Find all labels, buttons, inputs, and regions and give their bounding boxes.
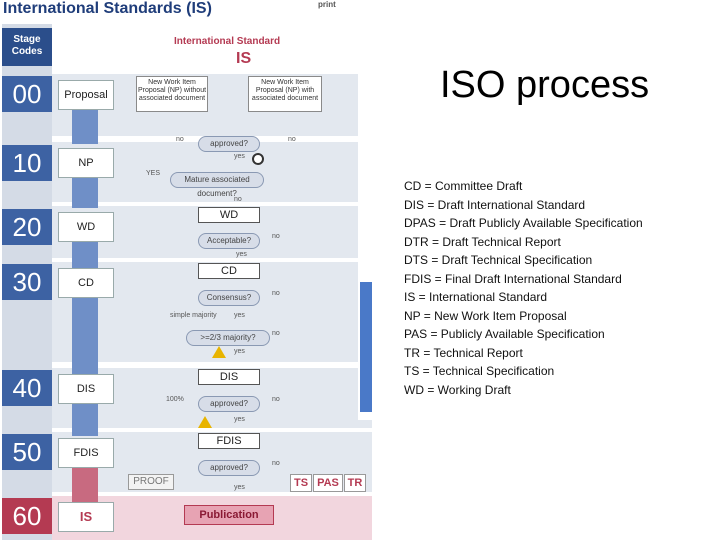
list-item: IS = International Standard	[404, 290, 548, 304]
warning-icon	[212, 346, 226, 358]
phase-wd: WD	[58, 212, 114, 242]
international-standard-heading: International Standard	[174, 36, 281, 47]
is-heading: IS	[236, 50, 252, 67]
yes-label: YES	[146, 170, 161, 177]
yes-label: yes	[236, 251, 247, 258]
phase-np: NP	[58, 148, 114, 178]
yes-label: yes	[234, 484, 245, 491]
no-label: no	[272, 330, 280, 337]
spine-arrow	[72, 240, 98, 268]
sidebar-blue-strip	[360, 282, 372, 412]
stage-code: 00	[2, 76, 52, 112]
no-label: no	[234, 196, 242, 203]
step-dis: DIS	[198, 369, 260, 385]
iso-flowchart-image: International Standards (IS) print Stage…	[0, 0, 372, 540]
spine-arrow	[72, 296, 98, 374]
list-item: DPAS = Draft Publicly Available Specific…	[404, 216, 643, 230]
slide-title: ISO process	[440, 64, 650, 106]
simple-majority-label: simple majority	[170, 312, 217, 319]
list-item: PAS = Publicly Available Specification	[404, 327, 605, 341]
clock-icon	[252, 153, 264, 165]
abbreviation-list: CD = Committee Draft DIS = Draft Interna…	[404, 177, 643, 399]
flowchart-title: International Standards (IS)	[3, 0, 212, 17]
warning-icon	[198, 416, 212, 428]
np-without-doc-box: New Work Item Proposal (NP) without asso…	[136, 76, 208, 112]
phase-proposal: Proposal	[58, 80, 114, 110]
stage-codes-header: Stage Codes	[2, 28, 52, 66]
phase-is: IS	[58, 502, 114, 532]
list-item: NP = New Work Item Proposal	[404, 308, 567, 323]
proof-box: PROOF	[128, 474, 174, 490]
step-fdis: FDIS	[198, 433, 260, 449]
spine-arrow	[72, 110, 98, 144]
decision-two-thirds: >=2/3 majority?	[186, 330, 270, 346]
decision-consensus: Consensus?	[198, 290, 260, 306]
list-item: DTR = Draft Technical Report	[404, 234, 561, 249]
list-item: WD = Working Draft	[404, 382, 511, 397]
phase-dis: DIS	[58, 374, 114, 404]
output-tr: TR	[344, 474, 366, 492]
spine-arrow	[72, 178, 98, 208]
no-label: no	[272, 396, 280, 403]
decision-approved: approved?	[198, 136, 260, 152]
spine-arrow	[72, 402, 98, 436]
output-pas: PAS	[313, 474, 343, 492]
stage-code: 30	[2, 264, 52, 300]
stage-code: 10	[2, 145, 52, 181]
yes-label: yes	[234, 153, 245, 160]
phase-fdis: FDIS	[58, 438, 114, 468]
decision-mature-document: Mature associated document?	[170, 172, 264, 198]
stage-code: 50	[2, 434, 52, 470]
yes-label: yes	[234, 312, 245, 319]
decision-acceptable: Acceptable?	[198, 233, 260, 249]
list-item: FDIS = Final Draft International Standar…	[404, 271, 622, 286]
publication-box: Publication	[184, 505, 274, 525]
decision-approved: approved?	[198, 460, 260, 476]
print-link[interactable]: print	[318, 0, 336, 9]
step-cd: CD	[198, 263, 260, 279]
list-item: CD = Committee Draft	[404, 179, 523, 193]
list-item: DTS = Draft Technical Specification	[404, 253, 593, 267]
no-label: no	[288, 136, 296, 143]
yes-label: yes	[234, 348, 245, 355]
no-label: no	[272, 460, 280, 467]
stage-code: 40	[2, 370, 52, 406]
no-label: no	[176, 136, 184, 143]
step-wd: WD	[198, 207, 260, 223]
list-item: TR = Technical Report	[404, 345, 523, 360]
stage-code: 60	[2, 498, 52, 534]
phase-cd: CD	[58, 268, 114, 298]
stage-code: 20	[2, 209, 52, 245]
yes-label: yes	[234, 416, 245, 423]
np-with-doc-box: New Work Item Proposal (NP) with associa…	[248, 76, 322, 112]
output-ts: TS	[290, 474, 312, 492]
no-label: no	[272, 233, 280, 240]
list-item: TS = Technical Specification	[404, 364, 555, 378]
spine-arrow	[72, 466, 98, 502]
percent-label: 100%	[166, 396, 184, 403]
list-item: DIS = Draft International Standard	[404, 197, 586, 212]
no-label: no	[272, 290, 280, 297]
decision-approved: approved?	[198, 396, 260, 412]
